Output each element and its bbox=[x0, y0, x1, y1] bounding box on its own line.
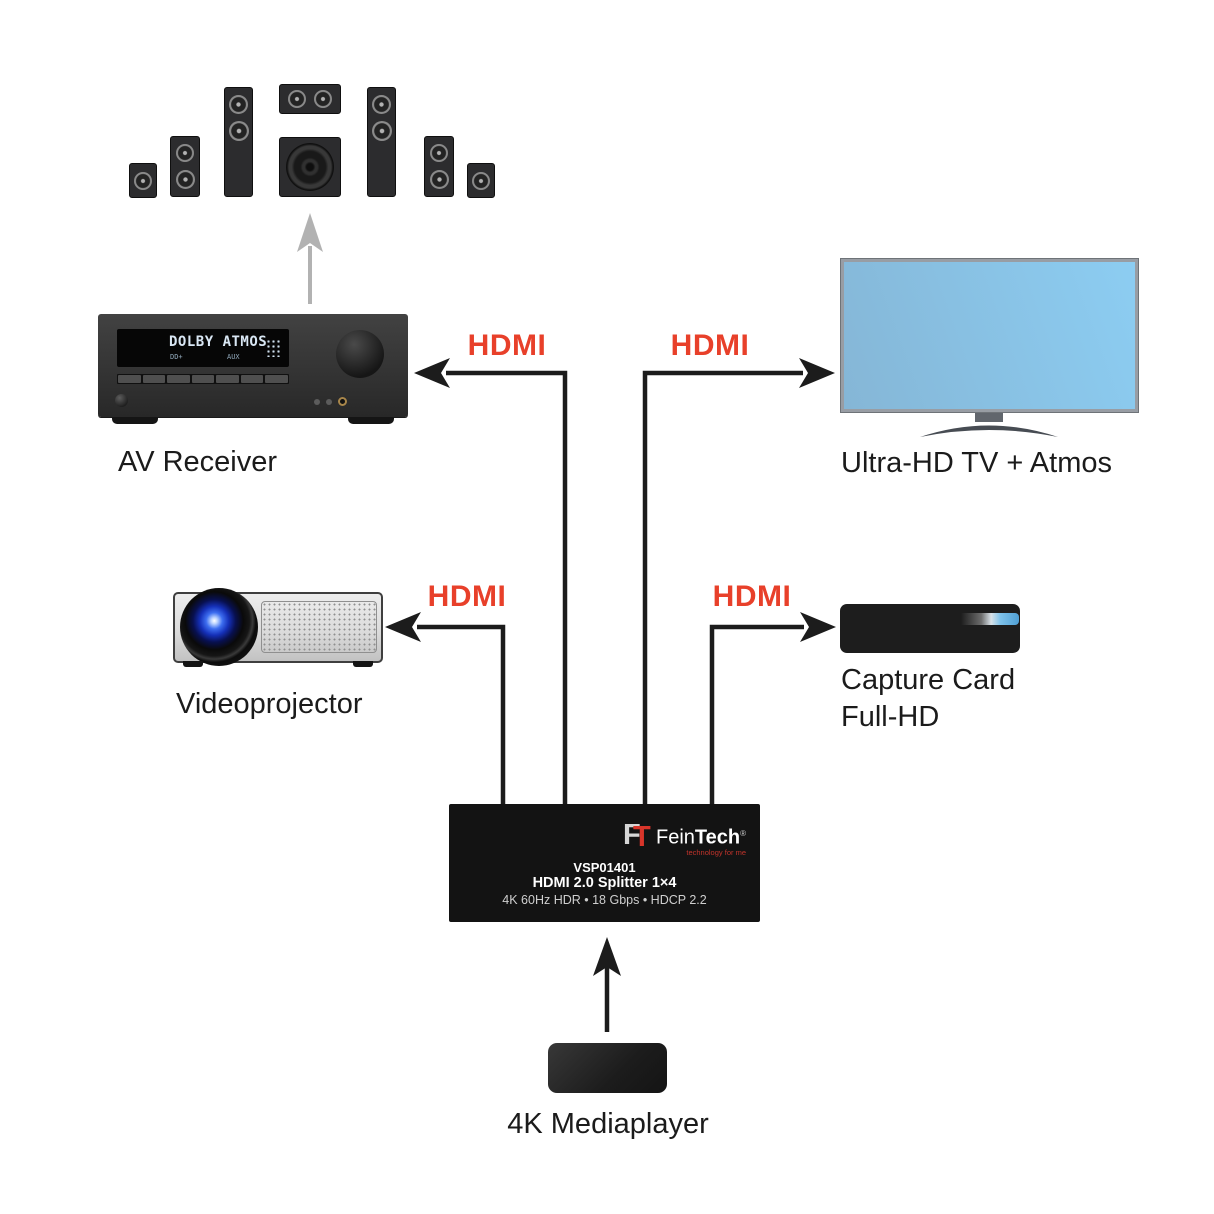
speaker-driver bbox=[176, 144, 194, 163]
brand-name: FeinTech® bbox=[655, 826, 746, 849]
receiver-display-mode: DD+ bbox=[170, 353, 183, 361]
receiver-mini-button bbox=[326, 399, 332, 405]
projector-foot bbox=[183, 661, 203, 667]
speaker-small-left bbox=[129, 163, 157, 198]
4k-mediaplayer bbox=[548, 1043, 667, 1093]
wire-splitter-to-projector bbox=[385, 612, 506, 806]
ultra-hd-tv bbox=[841, 259, 1138, 412]
speaker-driver bbox=[472, 171, 490, 190]
receiver-foot bbox=[348, 417, 394, 424]
splitter-model: VSP01401 bbox=[573, 860, 636, 875]
speaker-driver bbox=[429, 169, 449, 189]
speaker-medium-right bbox=[424, 136, 454, 197]
hdmi-label-tv: HDMI bbox=[670, 329, 750, 362]
speaker-driver bbox=[229, 95, 248, 114]
speaker-driver bbox=[372, 95, 391, 114]
tv-label: Ultra-HD TV + Atmos bbox=[841, 447, 1112, 479]
tv-stand bbox=[920, 412, 1058, 437]
projector-foot bbox=[353, 661, 373, 667]
hdmi-label-projector: HDMI bbox=[427, 580, 507, 613]
speaker-driver bbox=[228, 121, 249, 141]
hdmi-label-receiver: HDMI bbox=[467, 329, 547, 362]
receiver-mini-button bbox=[314, 399, 320, 405]
arrow-receiver-to-speakers bbox=[297, 213, 323, 304]
hdmi-splitter: F T FeinTech® technology for me VSP01401… bbox=[449, 804, 760, 922]
feintech-wordmark: FeinTech® technology for me bbox=[656, 820, 746, 857]
projector-lens-icon bbox=[180, 588, 258, 666]
power-button-icon bbox=[115, 394, 128, 407]
splitter-specs: 4K 60Hz HDR • 18 Gbps • HDCP 2.2 bbox=[502, 893, 707, 907]
receiver-button-row bbox=[117, 374, 289, 384]
speaker-medium-left bbox=[170, 136, 200, 197]
feintech-emblem-icon: F T bbox=[622, 819, 651, 853]
registered-mark: ® bbox=[740, 829, 746, 838]
capture-card-stripe bbox=[961, 613, 1019, 625]
speaker-small-right bbox=[467, 163, 495, 198]
subwoofer bbox=[279, 137, 341, 197]
wire-splitter-to-capture bbox=[709, 612, 836, 806]
speaker-driver bbox=[314, 90, 332, 108]
mediaplayer-label: 4K Mediaplayer bbox=[507, 1108, 709, 1140]
projector-label: Videoprojector bbox=[176, 688, 363, 720]
receiver-display: DOLBY ATMOS DD+ AUX bbox=[117, 329, 289, 367]
receiver-display-input: AUX bbox=[227, 353, 240, 361]
capture-card-label: Capture Card Full-HD bbox=[841, 662, 1015, 736]
hdmi-label-capture: HDMI bbox=[712, 580, 792, 613]
splitter-product-name: HDMI 2.0 Splitter 1×4 bbox=[532, 875, 677, 891]
speaker-driver bbox=[430, 144, 448, 163]
av-receiver: DOLBY ATMOS DD+ AUX bbox=[98, 314, 408, 424]
display-spectrum-icon bbox=[266, 339, 280, 357]
splitter-text-block: VSP01401 HDMI 2.0 Splitter 1×4 4K 60Hz H… bbox=[449, 860, 760, 908]
capture-card-label-line2: Full-HD bbox=[841, 701, 940, 733]
capture-card bbox=[840, 604, 1020, 653]
videoprojector bbox=[173, 588, 383, 667]
speaker-tower-left bbox=[224, 87, 253, 197]
arrow-mediaplayer-to-splitter bbox=[593, 937, 621, 1032]
speaker-center-channel bbox=[279, 84, 341, 114]
headphone-jack-icon bbox=[338, 397, 347, 406]
speaker-driver bbox=[175, 169, 195, 189]
speaker-tower-right bbox=[367, 87, 396, 197]
subwoofer-driver bbox=[286, 143, 334, 191]
feintech-logo: F T FeinTech® technology for me bbox=[623, 820, 746, 857]
speaker-driver bbox=[371, 121, 392, 141]
receiver-display-text: DOLBY ATMOS bbox=[169, 334, 268, 350]
speaker-driver bbox=[134, 171, 152, 190]
brand-tagline: technology for me bbox=[686, 847, 746, 857]
volume-knob-icon bbox=[336, 330, 384, 378]
capture-card-label-line1: Capture Card bbox=[841, 664, 1016, 696]
speaker-driver bbox=[288, 90, 306, 108]
receiver-foot bbox=[112, 417, 158, 424]
av-receiver-label: AV Receiver bbox=[118, 446, 278, 478]
projector-grille bbox=[261, 601, 377, 653]
